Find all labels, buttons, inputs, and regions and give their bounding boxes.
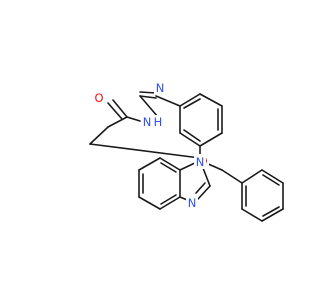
- carbonyl-oxygen-label: O: [94, 91, 103, 105]
- bond: [262, 206, 280, 217]
- bond: [179, 132, 201, 147]
- bond: [202, 167, 211, 187]
- bond: [261, 169, 284, 184]
- hydrazone-nitrogen-label: N: [156, 81, 165, 95]
- bond: [197, 185, 211, 200]
- bond: [221, 169, 243, 184]
- bond: [138, 196, 161, 210]
- bond: [183, 129, 201, 142]
- amide-h-label: H: [154, 115, 163, 129]
- bond: [138, 157, 161, 171]
- bond: [199, 132, 223, 147]
- bond: [107, 102, 123, 120]
- bond: [89, 126, 109, 145]
- bond: [261, 208, 284, 222]
- bond: [183, 98, 201, 109]
- atom-labels: O N H N O N N: [93, 81, 209, 210]
- amide-nh-label: N: [143, 115, 152, 129]
- bond: [126, 116, 141, 122]
- bond: [139, 91, 157, 94]
- benzimidazole-n1-label: N: [196, 155, 205, 169]
- bond: [112, 99, 128, 118]
- bond: [195, 182, 206, 194]
- bond: [139, 95, 157, 99]
- bond: [241, 208, 263, 222]
- bond: [241, 169, 263, 184]
- bond: [139, 95, 159, 118]
- bond: [160, 194, 177, 205]
- bond: [179, 93, 201, 107]
- bond: [160, 162, 177, 173]
- bond: [155, 95, 181, 107]
- bond: [89, 143, 201, 159]
- bond: [199, 93, 223, 107]
- benzimidazole-n3-label: N: [188, 196, 197, 210]
- bond: [159, 157, 181, 171]
- bond: [107, 116, 128, 128]
- bond: [262, 174, 280, 186]
- molecule-structure: O N H N O N N: [89, 81, 284, 222]
- bond: [159, 196, 181, 210]
